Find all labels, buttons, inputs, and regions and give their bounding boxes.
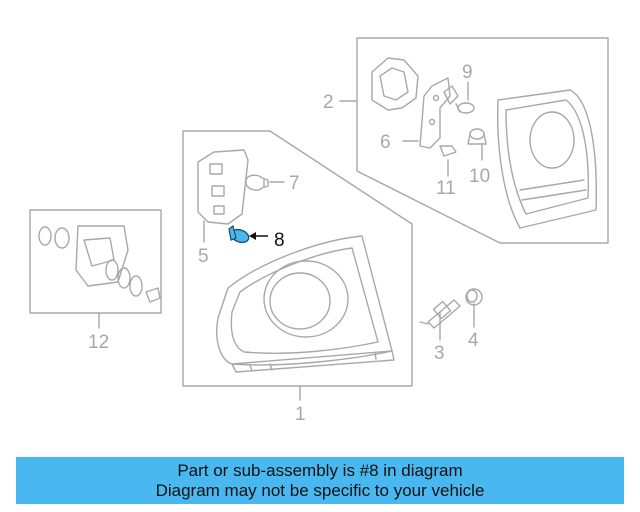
banner-line-1: Part or sub-assembly is #8 in diagram [177, 460, 463, 480]
harness-assembly-12 [38, 225, 161, 303]
gasket-plate [371, 57, 419, 111]
callout-6: 6 [380, 132, 391, 153]
bulb-part-11 [439, 145, 457, 157]
info-banner: Part or sub-assembly is #8 in diagram Di… [16, 457, 624, 504]
callout-5: 5 [198, 246, 209, 267]
group-box-1 [182, 130, 413, 387]
bracket-part-5 [197, 149, 249, 225]
callout-1: 1 [295, 404, 306, 425]
bulb-part-9 [455, 102, 475, 114]
bracket-part-6 [419, 77, 459, 149]
callout-4: 4 [468, 330, 479, 351]
callout-8: 8 [274, 230, 285, 251]
inner-lamp [497, 89, 597, 229]
group-box-12 [29, 209, 162, 314]
highlighted-part-8[interactable] [228, 224, 251, 245]
nut-part-4 [465, 288, 483, 306]
bulb-part-7 [245, 174, 269, 191]
socket-part-10 [467, 128, 487, 145]
callout-7: 7 [289, 173, 300, 194]
callout-9: 9 [462, 62, 473, 83]
bolt-part-3 [419, 299, 461, 329]
callout-11: 11 [436, 178, 456, 199]
callout-8-arrow [249, 232, 268, 240]
callout-10: 10 [469, 166, 490, 187]
banner-line-2: Diagram may not be specific to your vehi… [155, 480, 485, 500]
callout-3: 3 [434, 343, 445, 364]
callout-12: 12 [88, 332, 109, 353]
callout-2: 2 [323, 92, 334, 113]
tail-lamp-housing [216, 235, 395, 373]
group-box-2 [356, 37, 609, 244]
